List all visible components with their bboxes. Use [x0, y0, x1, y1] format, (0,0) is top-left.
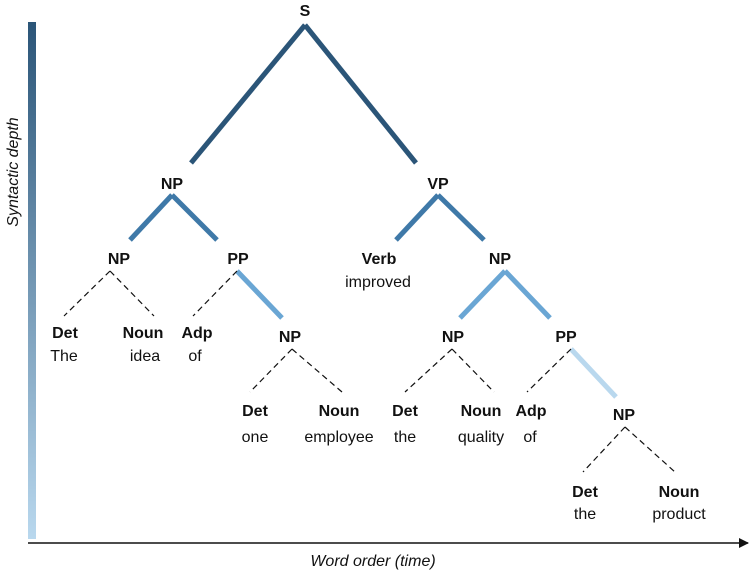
edge-np-det4 [582, 426, 626, 473]
dashed-edges [63, 270, 676, 473]
edge-np-noun [109, 270, 155, 317]
node-np-subject: NP [161, 176, 184, 193]
x-axis-label: Word order (time) [310, 553, 435, 570]
node-pp-of-one-employee: PP [227, 251, 249, 268]
edge-np-np [128, 193, 174, 242]
edge-s-np [189, 23, 307, 165]
node-adp-of: Adp [181, 325, 212, 342]
edge-np-pp2 [503, 269, 552, 320]
depth-gradient-bar [28, 22, 36, 539]
node-np-one-employee: NP [279, 329, 302, 346]
node-verb-improved: Verb [362, 251, 397, 268]
edge-pp-adp [192, 270, 238, 317]
node-np-the-product: NP [613, 407, 636, 424]
word-of: of [188, 348, 202, 365]
edge-np-det3 [404, 348, 453, 393]
edge-pp2-np [569, 347, 618, 399]
node-noun-idea: Noun [123, 325, 164, 342]
node-noun-product: Noun [659, 484, 700, 501]
word-the2: the [394, 429, 416, 446]
word-one: one [242, 429, 269, 446]
edge-pp-np [235, 269, 284, 320]
node-np-the-idea: NP [108, 251, 131, 268]
edge-np-pp [170, 193, 219, 242]
edge-np-noun3 [451, 348, 495, 393]
y-axis-label: Syntactic depth [5, 117, 22, 227]
solid-edges [128, 23, 618, 399]
word-employee: employee [304, 429, 373, 446]
edge-np-np2 [458, 269, 507, 320]
node-noun-employee: Noun [319, 403, 360, 420]
edge-s-vp [303, 23, 418, 165]
edge-pp-adp2 [526, 348, 572, 393]
edge-vp-verb [394, 193, 440, 242]
node-s: S [300, 3, 311, 20]
node-noun-quality: Noun [461, 403, 502, 420]
node-det-the2: Det [392, 403, 418, 420]
word-the: The [50, 348, 78, 365]
node-det-the3: Det [572, 484, 598, 501]
node-adp-of2: Adp [515, 403, 546, 420]
node-np-object: NP [489, 251, 512, 268]
edge-np-noun4 [624, 426, 676, 473]
node-np-the-quality: NP [442, 329, 465, 346]
edge-vp-np [436, 193, 486, 242]
node-vp: VP [427, 176, 449, 193]
word-product: product [652, 506, 706, 523]
node-pp-of-the-product: PP [555, 329, 577, 346]
word-of2: of [523, 429, 537, 446]
word-the3: the [574, 506, 596, 523]
edge-np-noun2 [291, 348, 343, 393]
word-improved: improved [345, 274, 411, 291]
edge-np-det2 [249, 348, 293, 393]
node-det-one: Det [242, 403, 268, 420]
word-idea: idea [130, 348, 160, 365]
node-det-the: Det [52, 325, 78, 342]
word-quality: quality [458, 429, 504, 446]
edge-np-det [63, 270, 111, 317]
